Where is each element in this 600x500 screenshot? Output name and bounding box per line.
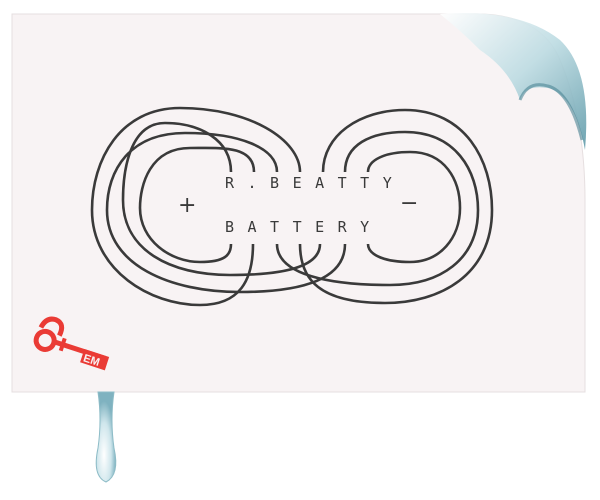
infinity-loops: [90, 106, 494, 307]
drip: [95, 391, 117, 483]
svg-text:EM: EM: [82, 352, 101, 369]
page-curl: [440, 13, 587, 151]
plus-sign: +: [178, 193, 197, 218]
paper-card: [11, 13, 586, 393]
minus-sign: −: [400, 191, 419, 216]
key-logo: EM: [33, 316, 110, 371]
brand-name-line2: BATTERY: [225, 218, 383, 236]
brand-name-line1: R.BEATTY: [225, 174, 406, 192]
